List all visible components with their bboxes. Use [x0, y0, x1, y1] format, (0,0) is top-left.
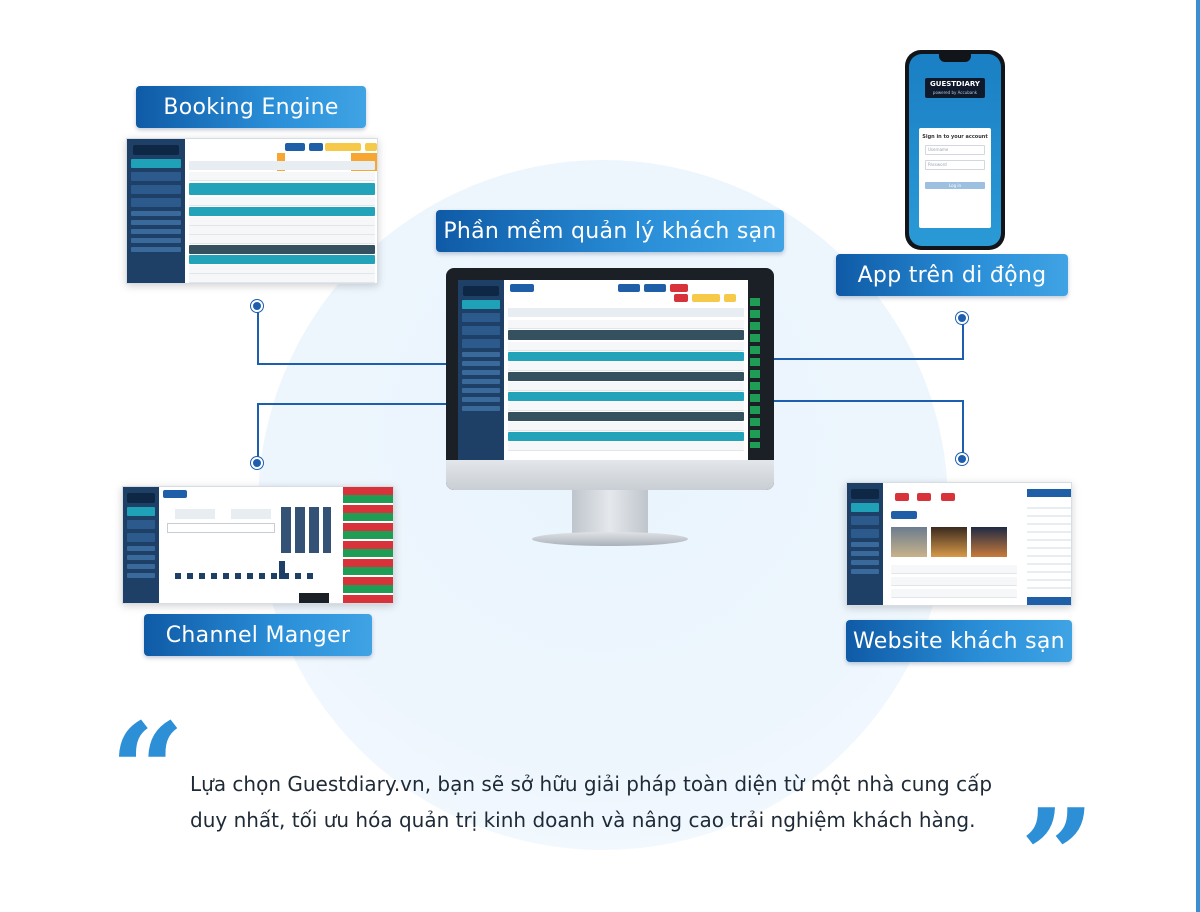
connector-app-h — [772, 358, 964, 360]
connector-dot-booking — [251, 300, 263, 312]
booking-engine-label: Booking Engine — [136, 86, 366, 128]
login-title: Sign in to your account — [922, 134, 988, 140]
hotel-website-label: Website khách sạn — [846, 620, 1072, 662]
phone-screen: GUESTDIARY powered by Accubank Sign in t… — [909, 54, 1001, 246]
connector-dot-app — [956, 312, 968, 324]
connector-website-v — [962, 400, 964, 458]
login-card: Sign in to your account Username Passwor… — [919, 128, 991, 228]
monitor-screen — [458, 280, 762, 460]
hotel-website-screenshot — [846, 482, 1072, 606]
connector-booking-h — [257, 363, 449, 365]
phone-logo: GUESTDIARY powered by Accubank — [925, 78, 985, 98]
close-quote-mark: ” — [1020, 780, 1095, 912]
hotel-software-label: Phần mềm quản lý khách sạn — [436, 210, 784, 252]
quote-text: Lựa chọn Guestdiary.vn, bạn sẽ sở hữu gi… — [190, 772, 993, 832]
channel-manager-label: Channel Manger — [144, 614, 372, 656]
connector-booking-v — [257, 306, 259, 364]
password-field[interactable]: Password — [925, 160, 985, 170]
connector-website-h — [772, 400, 964, 402]
connector-app-v — [962, 318, 964, 360]
login-button[interactable]: Log in — [925, 182, 985, 189]
monitor-foot — [532, 532, 688, 546]
channel-manager-screenshot — [122, 486, 394, 604]
booking-engine-screenshot — [126, 138, 378, 284]
connector-dot-website — [956, 453, 968, 465]
open-quote-mark: “ — [110, 694, 185, 847]
connector-dot-channel — [251, 457, 263, 469]
right-edge-line — [1196, 0, 1200, 912]
mobile-app-label: App trên di động — [836, 254, 1068, 296]
monitor-neck — [572, 490, 648, 534]
monitor — [446, 268, 774, 490]
username-field[interactable]: Username — [925, 145, 985, 155]
phone: GUESTDIARY powered by Accubank Sign in t… — [905, 50, 1005, 250]
connector-channel-v — [257, 403, 259, 461]
connector-channel-h — [257, 403, 449, 405]
